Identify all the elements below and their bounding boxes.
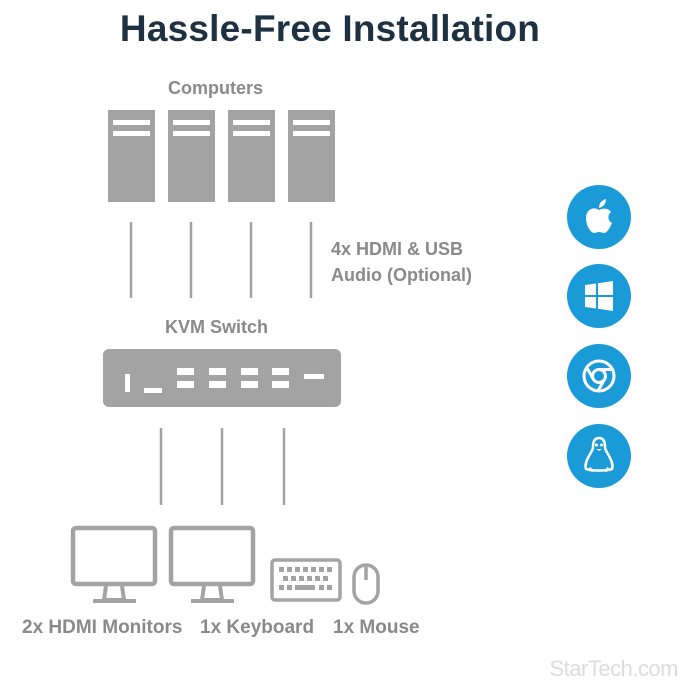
- monitor: [168, 525, 256, 603]
- computer-tower: [228, 110, 275, 202]
- page-title: Hassle-Free Installation: [119, 8, 541, 49]
- peripheral-cables: [159, 428, 286, 505]
- kvm-switch: [103, 349, 341, 407]
- cables-label: 4x HDMI & USB Audio (Optional): [331, 236, 472, 288]
- cables-label-line1: 4x HDMI & USB: [331, 239, 464, 259]
- kvm-switch-label: KVM Switch: [165, 317, 269, 337]
- monitor: [70, 525, 158, 603]
- chrome-icon: [566, 343, 632, 409]
- keyboard-label: 1x Keyboard: [200, 617, 315, 638]
- monitors-label: 2x HDMI Monitors: [22, 617, 183, 638]
- computer-tower: [288, 110, 335, 202]
- linux-icon: [566, 423, 632, 489]
- mouse: [352, 563, 380, 605]
- computers-label: Computers: [168, 78, 264, 98]
- startech-watermark: StarTech.com: [549, 656, 679, 681]
- windows-icon: [566, 263, 632, 329]
- computer-cables: [129, 222, 313, 298]
- apple-icon: [566, 184, 632, 250]
- computer-tower: [168, 110, 215, 202]
- keyboard: [270, 558, 342, 602]
- cables-label-line2: Audio (Optional): [331, 265, 472, 285]
- computer-tower: [108, 110, 155, 202]
- mouse-label: 1x Mouse: [333, 617, 420, 638]
